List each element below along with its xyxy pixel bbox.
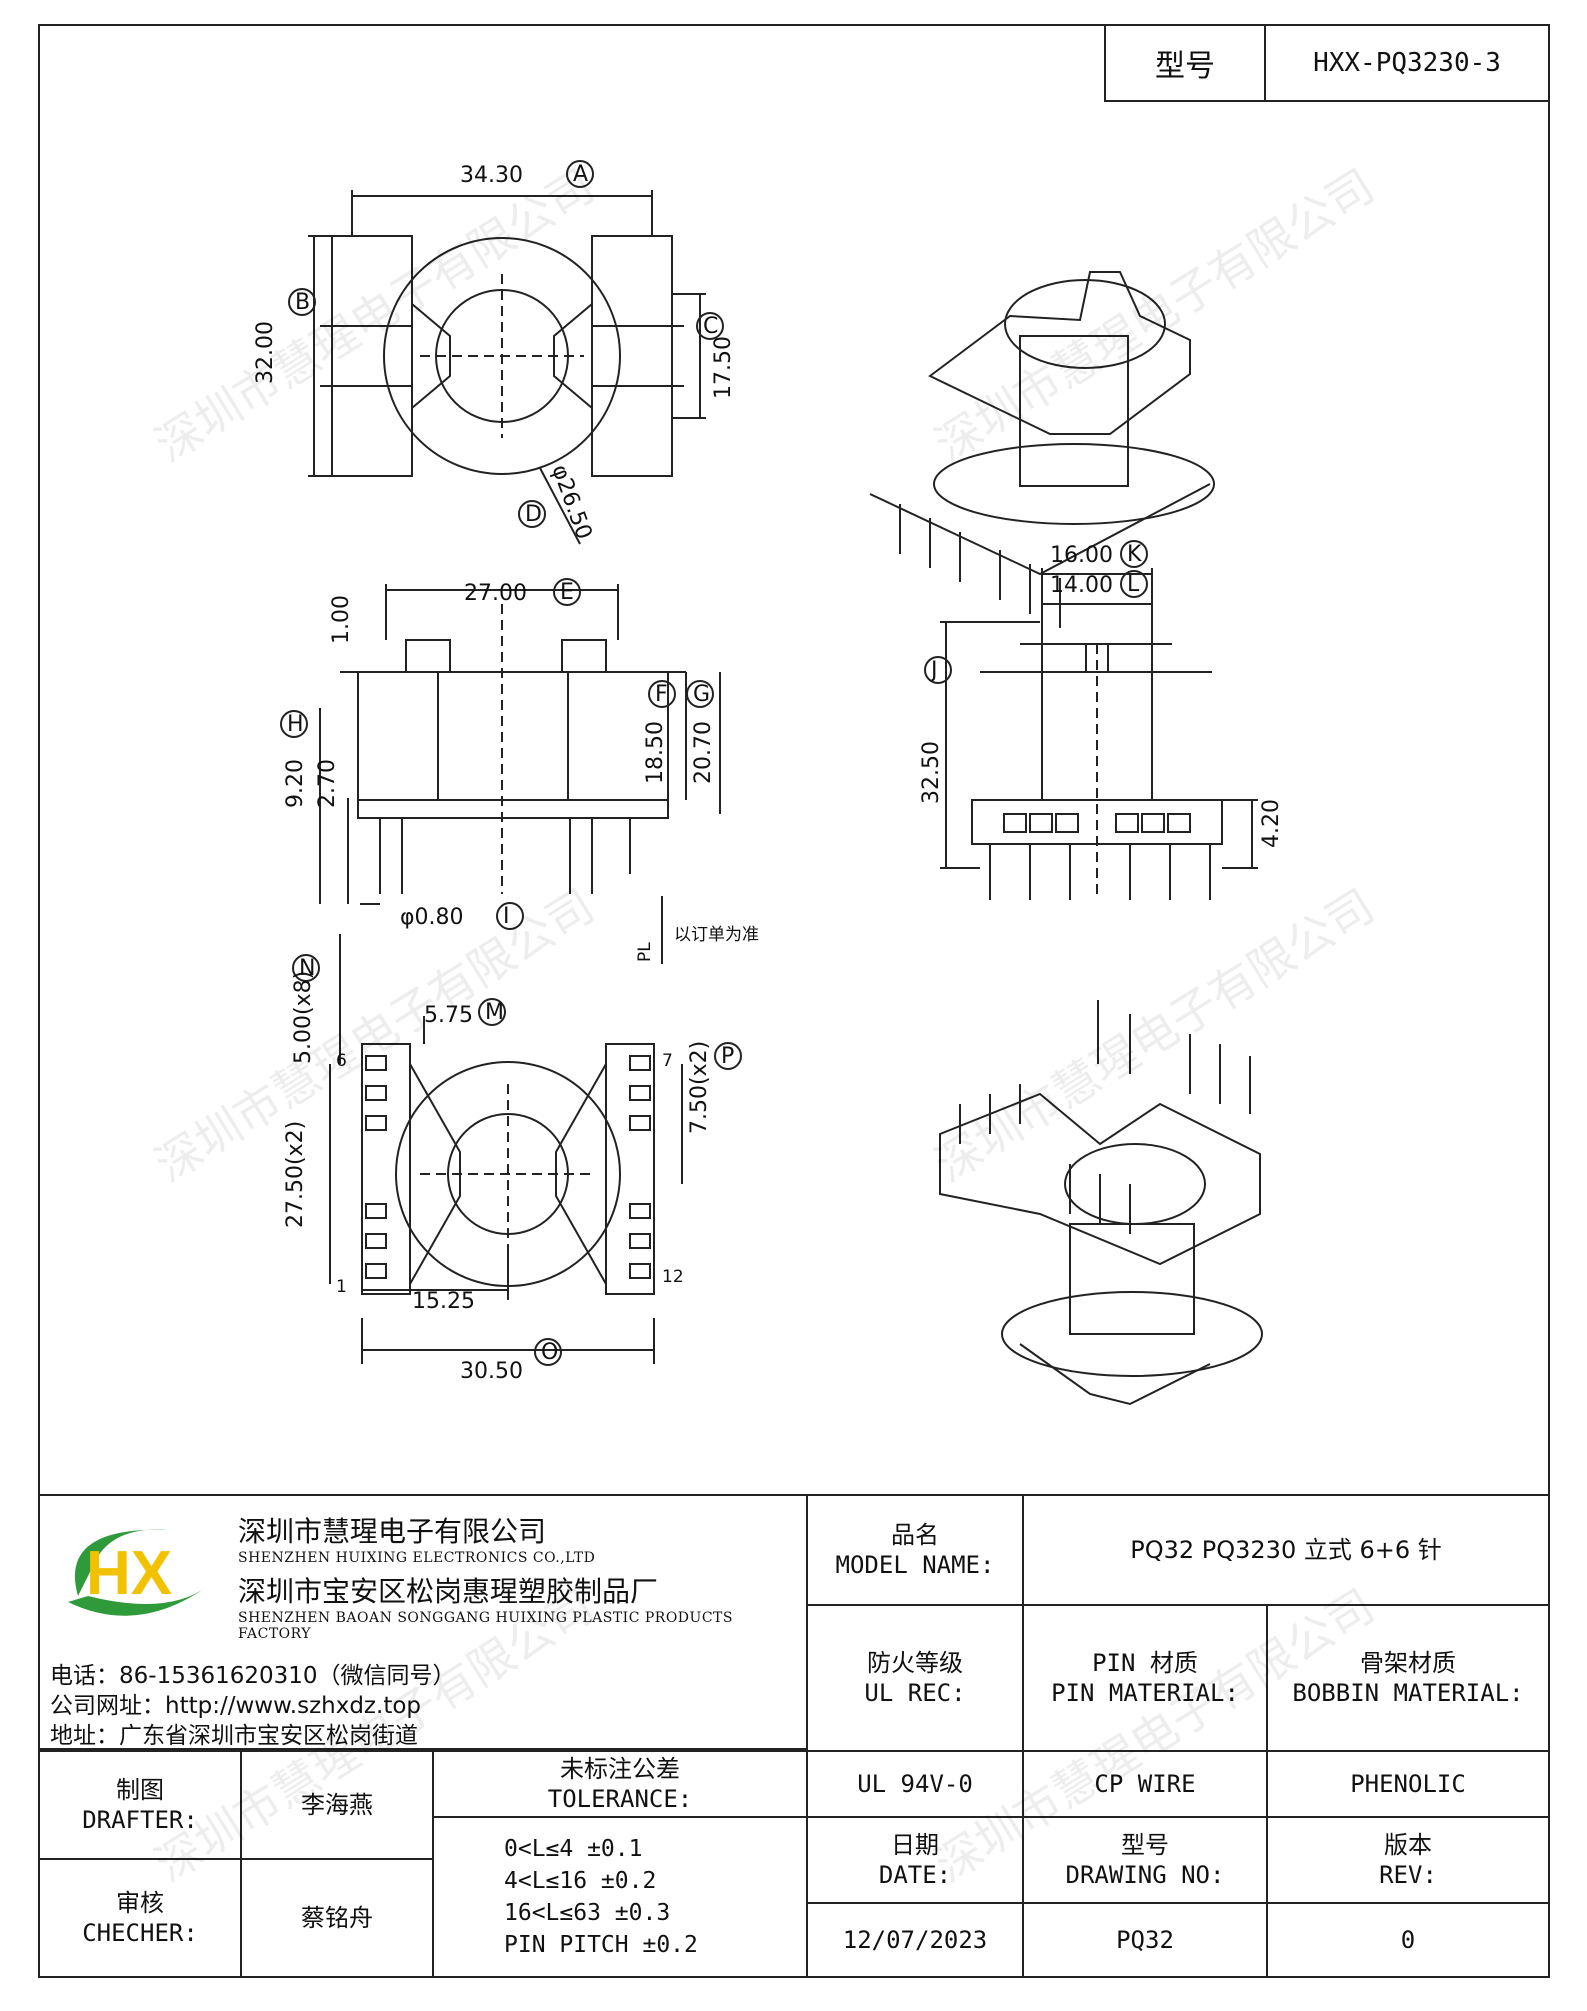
checker-name: 蔡铭舟 [240, 1858, 434, 1978]
logo-letters: HX [86, 1539, 172, 1608]
dim-left-value: 27.50(x2) [283, 1121, 308, 1228]
dim-top-gap: 1.00 [329, 595, 354, 644]
dim-d-value: φ26.50 [546, 462, 596, 543]
front-view [924, 540, 1258, 900]
hx-logo: HX [68, 1529, 208, 1616]
dim-l-letter: L [1127, 572, 1140, 597]
bobbin-material-value: PHENOLIC [1266, 1750, 1550, 1818]
company-phone: 电话：86-15361620310（微信同号） [50, 1663, 456, 1689]
dim-h-letter: H [287, 712, 304, 737]
model-label: 型号 [1106, 26, 1266, 100]
title-block: HX 深圳市慧瑆电子有限公司 SHENZHEN HUIXING ELECTRON… [38, 1494, 1550, 1978]
dim-e-value: 27.00 [464, 581, 527, 606]
dim-g-letter: G [693, 682, 710, 707]
dim-c-value: 17.50 [711, 336, 736, 399]
dim-h2-value: 2.70 [315, 759, 340, 808]
dim-e-letter: E [560, 580, 574, 605]
dim-a-value: 34.30 [460, 163, 523, 188]
dim-p-letter: P [721, 1044, 734, 1069]
dim-d-letter: D [525, 502, 542, 527]
tolerance-line-3: 16<L≤63 ±0.3 [504, 1900, 671, 1926]
pin-label-7: 7 [662, 1051, 673, 1071]
dim-k-value: 16.00 [1050, 543, 1113, 568]
factory-name-en: SHENZHEN BAOAN SONGGANG HUIXING PLASTIC … [238, 1610, 733, 1642]
pl-label: PL [635, 942, 655, 962]
pin-label-1: 1 [336, 1277, 347, 1297]
dim-b-letter: B [295, 290, 310, 315]
model-number-box: 型号 HXX-PQ3230-3 [1104, 24, 1550, 102]
dim-k-letter: K [1127, 542, 1142, 567]
dim-f-value: 18.50 [643, 721, 668, 784]
drawing-no-value: PQ32 [1022, 1902, 1268, 1978]
tolerance-values: 0<L≤4 ±0.1 4<L≤16 ±0.2 16<L≤63 ±0.3 PIN … [432, 1816, 808, 1978]
dim-center-value: 15.25 [412, 1289, 475, 1314]
dim-m-value: 5.75 [424, 1003, 473, 1028]
dim-o-value: 30.50 [460, 1359, 523, 1384]
dim-j-value: 32.50 [919, 741, 944, 804]
technical-drawing: 34.30 A 32.00 B 17.50 C φ26.50 D 27.00 E… [253, 160, 1284, 1406]
dim-a-letter: A [573, 162, 588, 187]
drafter-name: 李海燕 [240, 1750, 434, 1860]
dim-m-letter: M [485, 1000, 504, 1025]
dim-c-letter: C [703, 314, 718, 339]
dim-k2-value: 4.20 [1259, 799, 1284, 848]
dim-p-value: 7.50(x2) [687, 1041, 712, 1134]
tolerance-line-1: 0<L≤4 ±0.1 [504, 1835, 643, 1862]
dim-i-letter: I [503, 904, 510, 929]
tolerance-line-4: PIN PITCH ±0.2 [504, 1932, 698, 1959]
dim-n-letter: N [299, 956, 315, 981]
factory-name-cn: 深圳市宝安区松岗惠瑆塑胶制品厂 [238, 1575, 659, 1608]
dim-n-value: 5.00(x8) [291, 971, 316, 1064]
rev-value: 0 [1266, 1902, 1550, 1978]
company-website: 公司网址：http://www.szhxdz.top [50, 1693, 422, 1719]
model-name-value: PQ32 PQ3230 立式 6+6 针 [1022, 1494, 1550, 1606]
pin-label-6: 6 [336, 1051, 347, 1071]
dim-h-value: 9.20 [283, 759, 308, 808]
side-view [280, 578, 721, 964]
company-address: 地址：广东省深圳市宝安区松岗街道 [50, 1723, 418, 1749]
dim-l-value: 14.00 [1050, 573, 1113, 598]
ul-value: UL 94V-0 [806, 1750, 1024, 1818]
dim-i-value: φ0.80 [400, 905, 464, 930]
tolerance-line-2: 4<L≤16 ±0.2 [504, 1867, 657, 1894]
pin-material-value: CP WIRE [1022, 1750, 1268, 1818]
isometric-top [869, 271, 1215, 628]
dim-j-letter: J [929, 658, 938, 683]
company-name-cn: 深圳市慧瑆电子有限公司 [238, 1515, 547, 1548]
bottom-view [292, 934, 742, 1366]
date-value: 12/07/2023 [806, 1902, 1024, 1978]
dim-f-letter: F [655, 682, 668, 707]
dim-b-value: 32.00 [253, 321, 278, 384]
isometric-bottom [939, 1000, 1263, 1406]
dim-o-letter: O [541, 1340, 558, 1365]
model-value: HXX-PQ3230-3 [1313, 48, 1501, 78]
dim-g-value: 20.70 [691, 721, 716, 784]
pl-note: 以订单为准 [674, 925, 759, 945]
top-view [288, 160, 724, 545]
company-info: HX 深圳市慧瑆电子有限公司 SHENZHEN HUIXING ELECTRON… [38, 1494, 808, 1750]
pin-label-12: 12 [662, 1267, 684, 1287]
company-name-en: SHENZHEN HUIXING ELECTRONICS CO.,LTD [238, 1550, 596, 1566]
